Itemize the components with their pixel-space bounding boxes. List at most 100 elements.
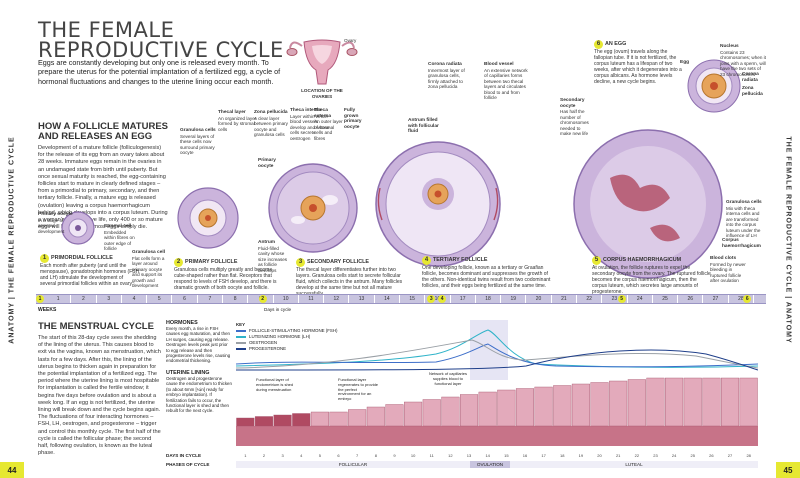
day-cell: 26 (709, 453, 714, 458)
tertiary-follicle (375, 141, 501, 267)
week-cell: 27 (703, 295, 729, 303)
uterine-lining-block: UTERINE LINING Oestrogen and progesteron… (166, 370, 232, 414)
week-cell: 25 (653, 295, 679, 303)
label-antrum-filled: Antrum filled with follicular fluid (408, 118, 439, 134)
lining-column (478, 391, 497, 427)
label-corpus-haemorrhagicum: Corpus haemorrhagicum (722, 238, 761, 249)
stage-marker: 1 (36, 295, 44, 303)
uterine-lining-illustration (236, 377, 758, 446)
hormone-key: KEY FOLLICLE-STIMULATING HORMONE (FSH) L… (236, 322, 338, 351)
right-side-strip: THE FEMALE REPRODUCTIVE CYCLE | ANATOMY … (776, 0, 800, 478)
right-page-number: 45 (776, 462, 800, 478)
day-cell: 9 (393, 453, 396, 458)
day-cell: 11 (429, 453, 434, 458)
secondary-follicle (268, 163, 358, 253)
week-cell: 23 (602, 295, 628, 303)
right-running-header: THE FEMALE REPRODUCTIVE CYCLE | ANATOMY (784, 136, 792, 344)
day-cell: 2 (262, 453, 266, 458)
lining-column (348, 409, 367, 427)
egg-ovum (687, 59, 741, 113)
day-cell: 14 (485, 453, 490, 458)
lining-column (292, 413, 311, 427)
key-lh: LUTEINIZING HORMONE (LH) (236, 334, 337, 340)
week-cell: 1 (46, 295, 72, 303)
day-cell: 3 (281, 453, 284, 458)
phase-follicular: FOLLICULAR (236, 461, 470, 468)
label-egg: Egg (680, 60, 690, 65)
label-fully-grown-oocyte: Fully grown primary oocyte (344, 108, 362, 130)
follicle-illustrations (61, 129, 723, 279)
lining-column (385, 404, 404, 427)
uterus-illustration (286, 39, 358, 85)
week-cell: 12 (324, 295, 350, 303)
lining-column (236, 417, 255, 427)
phase-ovulation: OVULATION (470, 461, 510, 468)
week-cell: 18 (476, 295, 502, 303)
label-primary-oocyte: Primary oocyte (258, 158, 276, 169)
week-cell: 21 (552, 295, 577, 303)
lh-swatch (236, 335, 246, 338)
label-corona-radiata-2: Corona radiata (742, 72, 759, 83)
week-cell: 3 (97, 295, 122, 303)
week-cell: 20 (526, 295, 552, 303)
weeks-bar: 1234567891011121314151617181920212223242… (36, 294, 766, 304)
lining-column (310, 411, 329, 427)
day-cell: 10 (410, 453, 416, 458)
week-cell: 13 (349, 295, 375, 303)
day-cell: 8 (374, 453, 377, 458)
lining-column (609, 380, 628, 427)
lining-column (534, 386, 553, 427)
lining-column (404, 401, 423, 427)
lining-column (665, 377, 684, 427)
day-cell: 28 (746, 453, 751, 458)
stage-marker: 6 (743, 295, 752, 303)
stage-marker: 5 (617, 295, 626, 303)
lining-column (441, 396, 460, 427)
week-cell: 8 (223, 295, 249, 303)
week-cell: 15 (400, 295, 426, 303)
day-cell: 24 (671, 453, 677, 458)
page-title: THE FEMALE REPRODUCTIVE CYCLE (38, 18, 284, 62)
label-zona-pellucida-2: Zona pellucida (742, 86, 763, 97)
days-in-cycle-row-label: DAYS IN CYCLE (166, 453, 202, 458)
ovary-label: Ovary (344, 38, 357, 43)
lining-column (254, 416, 273, 427)
week-cell: 22 (577, 295, 603, 303)
day-cell: 4 (300, 453, 303, 458)
day-cell: 7 (356, 453, 359, 458)
left-running-header: ANATOMY | THE FEMALE REPRODUCTIVE CYCLE (8, 136, 16, 344)
intro-text: Eggs are constantly developing but only … (38, 58, 281, 86)
day-cell: 20 (597, 453, 602, 458)
left-side-strip: ANATOMY | THE FEMALE REPRODUCTIVE CYCLE … (0, 0, 24, 478)
lining-column (683, 377, 702, 427)
day-cell: 12 (448, 453, 453, 458)
week-cell: 10 (274, 295, 299, 303)
oestrogen-swatch (236, 341, 246, 344)
lining-column (460, 394, 479, 427)
week-cell: 16 (425, 295, 451, 303)
lining-annotation-2: Functional layer regenerates to provide … (338, 377, 379, 402)
week-cell: 4 (122, 295, 148, 303)
hormones-block: HORMONES Every month, a rise in FSH caus… (166, 320, 231, 364)
primordial-follicle (61, 211, 95, 245)
week-cell: 6 (172, 295, 198, 303)
stage-marker: 2 (258, 295, 267, 303)
day-cell: 18 (560, 453, 565, 458)
day-cell: 6 (337, 453, 340, 458)
lining-column (422, 399, 441, 427)
day-cell: 19 (578, 453, 584, 458)
day-cell: 5 (318, 453, 321, 458)
